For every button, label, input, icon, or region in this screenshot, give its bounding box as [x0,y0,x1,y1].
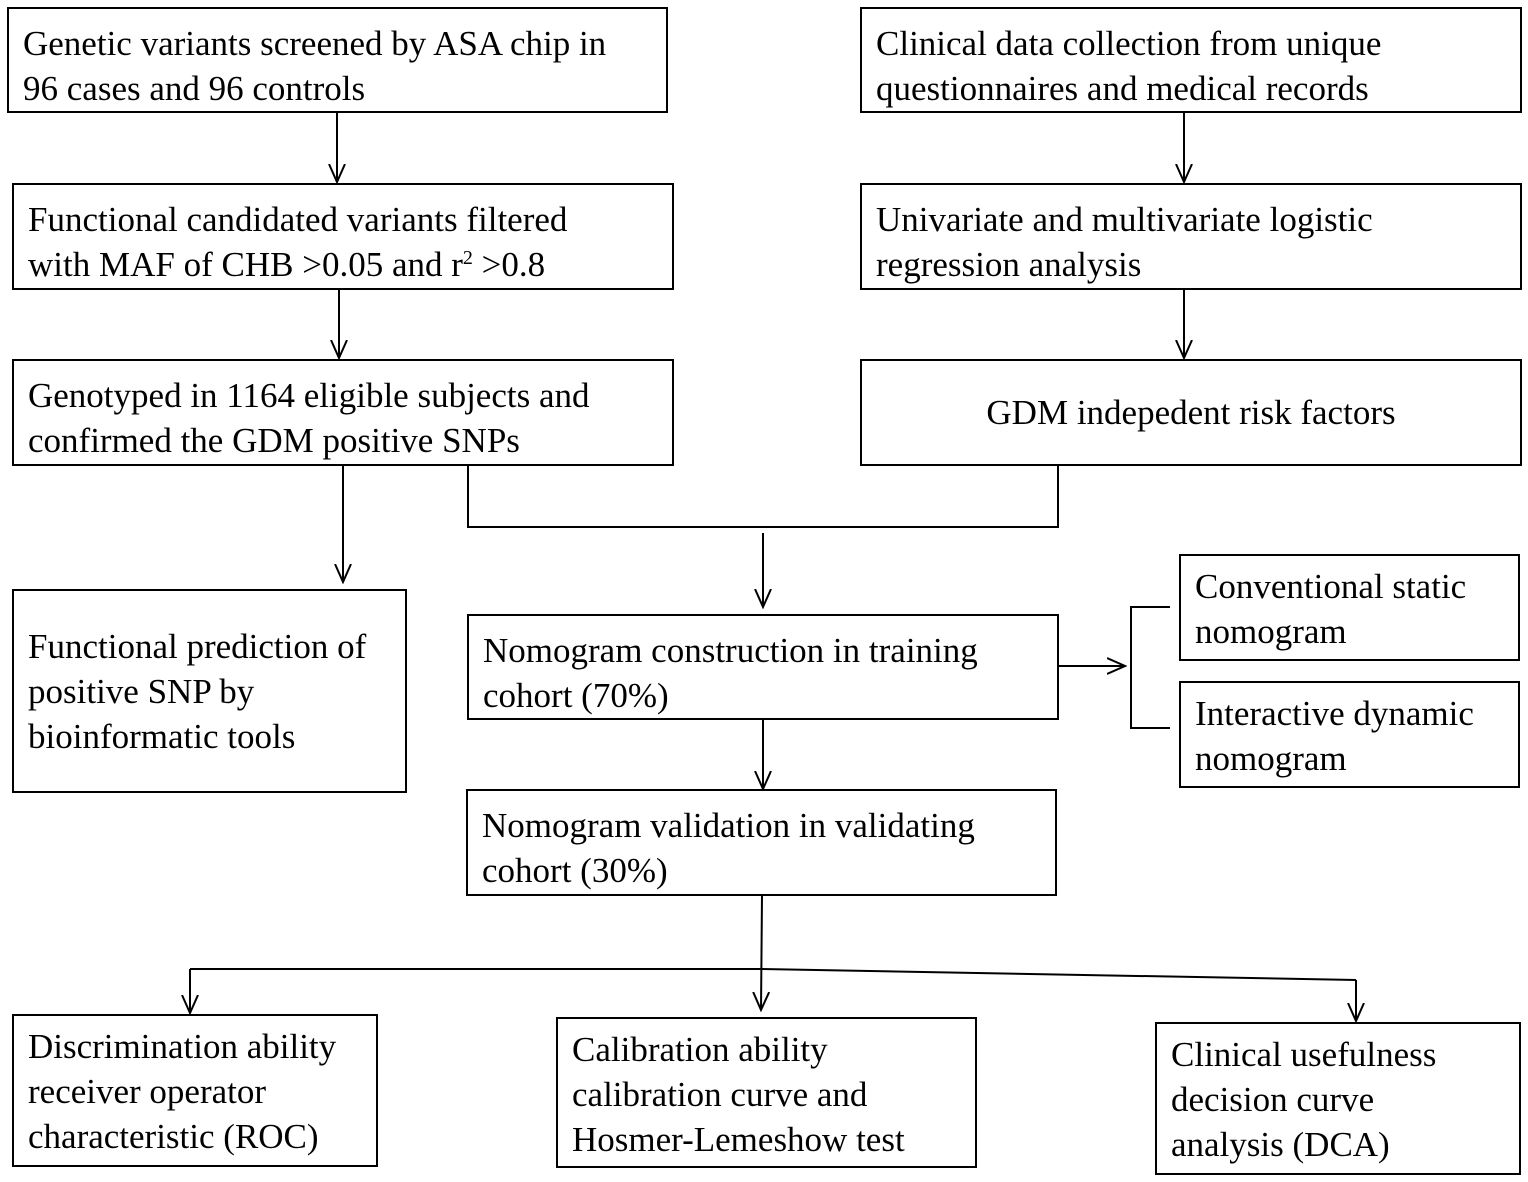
risk-factors-box: GDM indepedent risk factors [860,359,1522,466]
calibration-box: Calibration ability calibration curve an… [556,1017,977,1168]
static-line-1: Conventional static [1195,567,1467,606]
static-nomogram-box: Conventional static nomogram [1179,554,1520,661]
calibration-line-1: Calibration ability [572,1030,828,1069]
merge-bracket [467,464,1059,528]
validation-line-1: Nomogram validation in validating [482,806,975,845]
construction-line-1: Nomogram construction in training [483,631,978,670]
calibration-line-3: Hosmer-Lemeshow test [572,1120,905,1159]
regression-line-2: regression analysis [876,245,1142,284]
prediction-line-3: bioinformatic tools [28,716,296,756]
usefulness-box: Clinical usefulness decision curve analy… [1155,1022,1521,1175]
screening-line-1: Genetic variants screened by ASA chip in [23,24,607,63]
discrimination-box: Discrimination ability receiver operator… [12,1014,378,1167]
static-line-2: nomogram [1195,612,1347,651]
regression-line-1: Univariate and multivariate logistic [876,200,1373,239]
genotyped-line-2: confirmed the GDM positive SNPs [28,421,520,460]
discrimination-line-1: Discrimination ability [28,1027,337,1066]
validation-stem [761,894,762,1010]
usefulness-line-3: analysis (DCA) [1171,1125,1390,1164]
calibration-line-2: calibration curve and [572,1075,868,1114]
outcomes-split-line [190,968,1357,981]
validation-line-2: cohort (30%) [482,851,668,890]
regression-box: Univariate and multivariate logistic reg… [860,183,1522,290]
prediction-line-1: Functional prediction of [28,626,367,666]
usefulness-line-1: Clinical usefulness [1171,1035,1437,1074]
construction-line-2: cohort (70%) [483,676,669,715]
construction-box: Nomogram construction in training cohort… [467,614,1059,720]
screening-box: Genetic variants screened by ASA chip in… [7,7,668,113]
filtered-line-2-tail: >0.8 [472,245,546,284]
clinical-line-1: Clinical data collection from unique [876,24,1382,63]
genotyped-line-1: Genotyped in 1164 eligible subjects and [28,376,590,415]
dynamic-line-2: nomogram [1195,739,1347,778]
dynamic-nomogram-box: Interactive dynamic nomogram [1179,681,1520,788]
usefulness-line-2: decision curve [1171,1080,1375,1119]
filtered-box: Functional candidated variants filtered … [12,183,674,290]
r-squared-superscript: 2 [462,247,473,269]
dynamic-line-1: Interactive dynamic [1195,694,1474,733]
discrimination-line-3: characteristic (ROC) [28,1117,319,1156]
functional-prediction-box: Functional prediction of positive SNP by… [12,589,407,793]
clinical-box: Clinical data collection from unique que… [860,7,1522,113]
discrimination-line-2: receiver operator [28,1072,267,1111]
filtered-line-2-text: with MAF of CHB >0.05 and r [28,245,463,284]
filtered-line-2: with MAF of CHB >0.05 and r2 >0.8 [28,242,658,287]
prediction-line-2: positive SNP by [28,671,255,711]
screening-line-2: 96 cases and 96 controls [23,69,366,108]
types-bracket [1130,606,1170,729]
clinical-line-2: questionnaires and medical records [876,69,1369,108]
filtered-line-1: Functional candidated variants filtered [28,200,568,239]
risk-factors-label: GDM indepedent risk factors [986,393,1396,432]
validation-box: Nomogram validation in validating cohort… [466,789,1057,896]
genotyped-box: Genotyped in 1164 eligible subjects and … [12,359,674,466]
